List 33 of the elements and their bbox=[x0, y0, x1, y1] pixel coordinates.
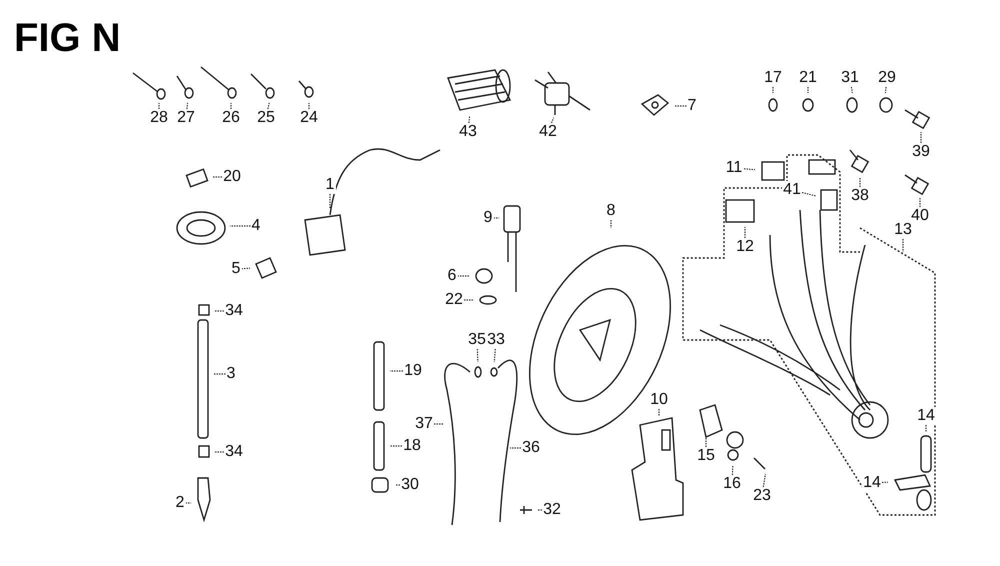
leader-line bbox=[476, 348, 478, 362]
leader-line bbox=[494, 348, 496, 362]
leader-line bbox=[308, 102, 310, 110]
leader-line bbox=[902, 238, 904, 252]
leader-line bbox=[551, 117, 554, 124]
leader-line bbox=[394, 484, 400, 486]
callout-number: 1 bbox=[324, 176, 336, 194]
callout-number: 14 bbox=[862, 474, 882, 492]
leader-line bbox=[158, 102, 160, 110]
leader-line bbox=[744, 226, 746, 238]
leader-line bbox=[732, 464, 734, 476]
leader-line bbox=[230, 102, 232, 110]
leader-line bbox=[882, 482, 888, 483]
leader-line bbox=[214, 310, 224, 312]
leader-line bbox=[772, 86, 774, 94]
figure-title: FIG N bbox=[14, 16, 121, 60]
leader-line bbox=[212, 176, 222, 178]
leader-line bbox=[241, 268, 250, 270]
callout-number: 31 bbox=[840, 69, 860, 87]
leader-line bbox=[610, 220, 612, 228]
leader-line bbox=[884, 86, 887, 94]
leader-line bbox=[267, 102, 270, 110]
callout-number: 14 bbox=[916, 407, 936, 425]
leader-line bbox=[185, 502, 192, 504]
leader-line bbox=[744, 168, 756, 170]
leader-line bbox=[186, 102, 188, 110]
leader-line bbox=[468, 115, 470, 124]
leader-line bbox=[762, 473, 766, 488]
leader-line bbox=[920, 132, 922, 144]
leader-line bbox=[850, 86, 853, 94]
leader-line bbox=[802, 192, 817, 197]
leader-line bbox=[390, 370, 404, 372]
leader-line bbox=[658, 408, 660, 416]
